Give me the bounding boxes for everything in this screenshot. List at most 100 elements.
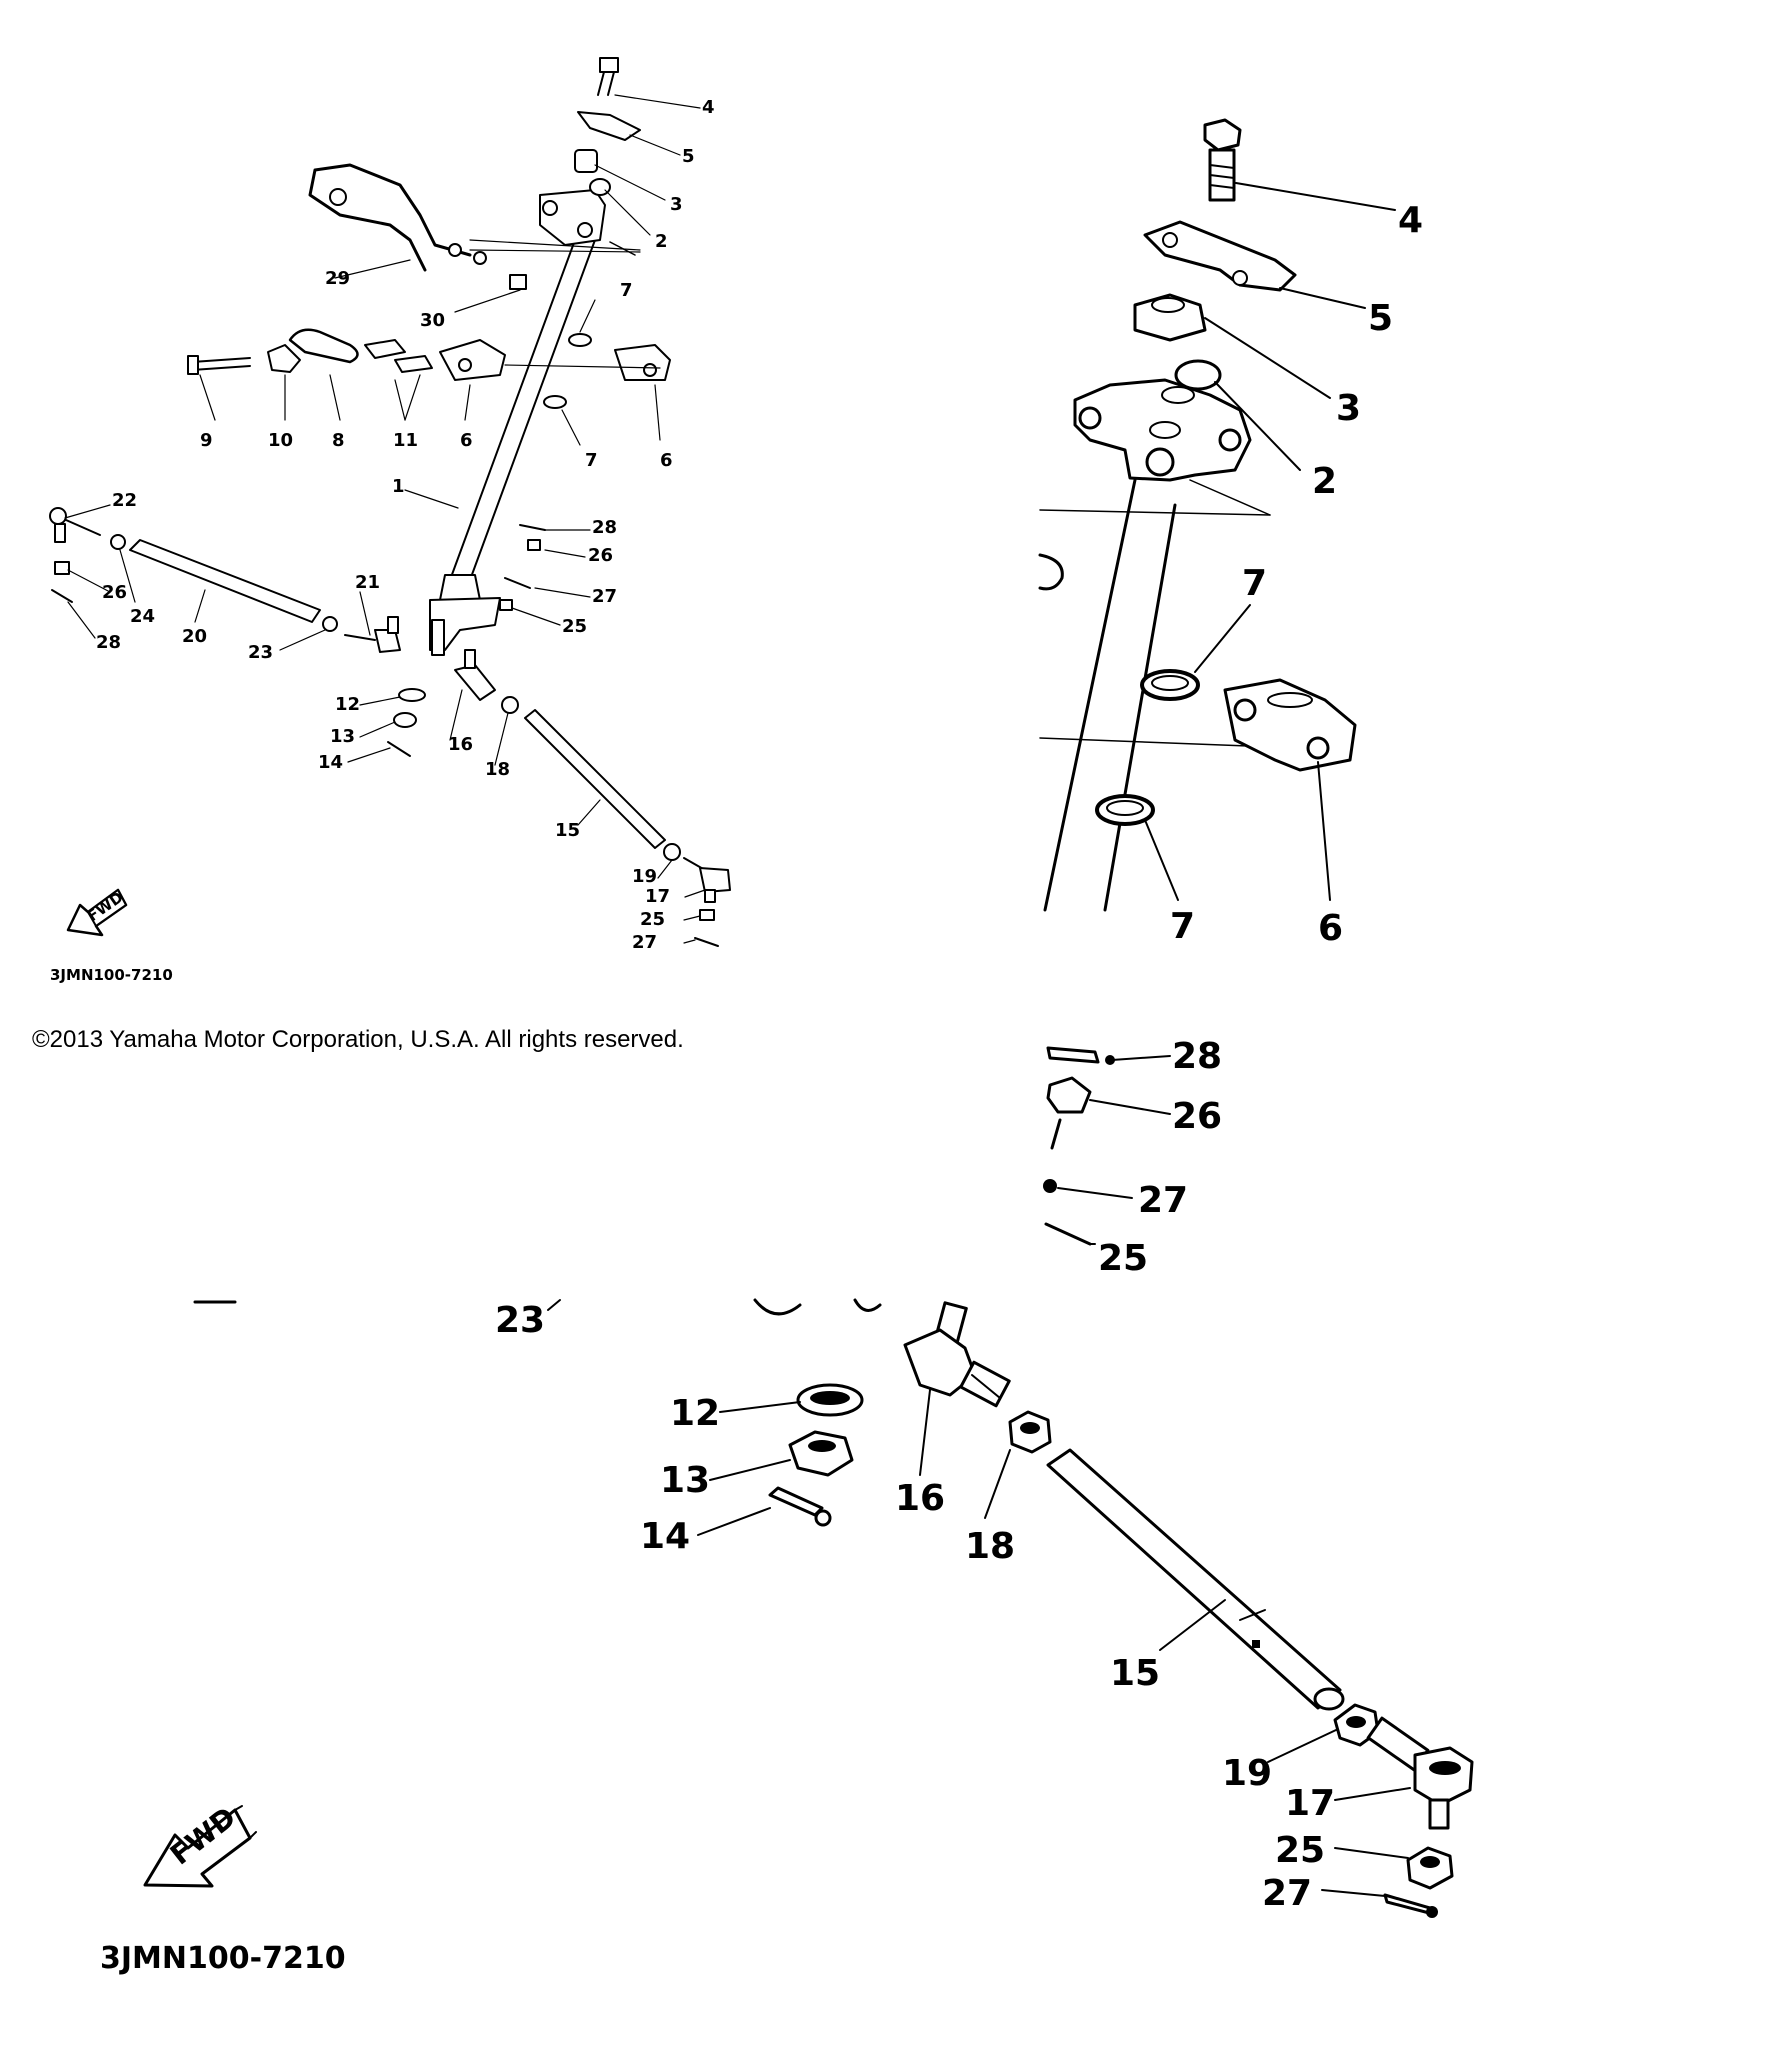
label-16: 16 [895, 1478, 945, 1519]
label-20: 20 [182, 626, 207, 647]
nut-26 [527, 539, 541, 551]
washer-12 [398, 688, 426, 702]
tie-rod-left [49, 507, 321, 623]
label-10: 10 [268, 430, 293, 451]
cropped-fragment [753, 1298, 802, 1316]
label-6b: 6 [660, 450, 673, 471]
tie-rod-end-17 [663, 843, 731, 947]
label-14: 14 [318, 752, 343, 773]
label-1: 1 [392, 476, 405, 497]
label-3: 3 [670, 194, 683, 215]
washer-7-upper [1140, 669, 1200, 701]
fwd-arrow-icon: FWD [143, 1800, 257, 1888]
nut-26 [1046, 1076, 1092, 1114]
cotter-pin-28 [519, 524, 546, 531]
washer-7 [543, 395, 567, 409]
overview-leaders [64, 94, 706, 944]
label-25b: 25 [640, 909, 665, 930]
cotter-pin-14 [387, 741, 411, 757]
upper-holder [539, 57, 641, 256]
label-28: 28 [1172, 1036, 1222, 1077]
tie-rod-end-16 [454, 649, 519, 714]
detail-bottom: 23 [100, 1298, 1474, 1976]
tie-rod-15 [1046, 1448, 1345, 1711]
label-27b: 27 [632, 932, 657, 953]
nut-13 [788, 1430, 854, 1477]
label-26: 26 [1172, 1096, 1222, 1137]
detail-middle-leaders [1057, 1055, 1171, 1245]
label-7a: 7 [1242, 563, 1267, 604]
label-4: 4 [1398, 200, 1423, 241]
label-19: 19 [632, 866, 657, 887]
washer-7 [568, 333, 592, 347]
label-11: 11 [393, 430, 418, 451]
tie-rod-right [524, 709, 666, 849]
label-6: 6 [1318, 908, 1343, 949]
label-21: 21 [355, 572, 380, 593]
label-8: 8 [332, 430, 345, 451]
cotter-pin-27 [1043, 1179, 1057, 1193]
tie-rod-end-16 [903, 1301, 1011, 1408]
label-26b: 26 [102, 582, 127, 603]
label-28a: 28 [592, 517, 617, 538]
cotter-pin-14 [768, 1486, 832, 1527]
label-18: 18 [965, 1526, 1015, 1567]
label-7b: 7 [1170, 906, 1195, 947]
label-28b: 28 [96, 632, 121, 653]
bracket-fragment [1038, 553, 1064, 591]
steering-shaft [429, 239, 596, 656]
fwd-arrow-icon: FWD [66, 888, 128, 937]
label-17: 17 [645, 886, 670, 907]
diagram-code: 3JMN100-7210 [50, 966, 173, 984]
label-9: 9 [200, 430, 213, 451]
diagram-code-large: 3JMN100-7210 [100, 1941, 346, 1976]
label-24: 24 [130, 606, 155, 627]
shaft-edge [1043, 478, 1137, 912]
cotter-pin-27 [1383, 1893, 1438, 1918]
nut-25 [1406, 1846, 1454, 1890]
label-16: 16 [448, 734, 473, 755]
label-19: 19 [1222, 1753, 1272, 1794]
washer-12 [796, 1383, 864, 1417]
label-27: 27 [1138, 1180, 1188, 1221]
label-14: 14 [640, 1516, 690, 1557]
label-17: 17 [1285, 1783, 1335, 1824]
label-3: 3 [1336, 388, 1361, 429]
detail-top: 4 5 3 2 7 7 6 [1038, 118, 1423, 949]
holder-6 [1223, 678, 1357, 772]
label-27: 27 [1262, 1873, 1312, 1914]
label-13: 13 [330, 726, 355, 747]
label-15: 15 [555, 820, 580, 841]
label-29: 29 [325, 268, 350, 289]
cropped-fragment [853, 1298, 882, 1312]
nut-25 [499, 599, 513, 611]
label-2: 2 [1312, 461, 1337, 502]
label-25a: 25 [562, 616, 587, 637]
label-23: 23 [248, 642, 273, 663]
label-5: 5 [1368, 298, 1393, 339]
plate-5 [1143, 220, 1297, 292]
label-6a: 6 [460, 430, 473, 451]
washer-7-lower [1095, 794, 1155, 826]
overview-diagram: 4 5 3 2 29 30 7 9 10 8 11 6 7 6 1 22 28 … [49, 57, 731, 984]
label-12: 12 [335, 694, 360, 715]
tie-rod-end-17 [1366, 1716, 1474, 1830]
label-4: 4 [702, 97, 715, 118]
shaft-edge [1103, 503, 1177, 912]
holder-guide-line [469, 239, 641, 251]
guide-line [1039, 509, 1271, 516]
label-5: 5 [682, 146, 695, 167]
detail-middle: 28 26 27 25 [1043, 1036, 1222, 1279]
label-18: 18 [485, 759, 510, 780]
label-7a: 7 [620, 280, 633, 301]
label-12: 12 [670, 1393, 720, 1434]
label-15: 15 [1110, 1653, 1160, 1694]
bolt-and-bushings [187, 328, 671, 381]
label-25: 25 [1098, 1238, 1148, 1279]
holder-guide-line [469, 249, 641, 253]
copyright-text: ©2013 Yamaha Motor Corporation, U.S.A. A… [32, 1026, 684, 1053]
label-30: 30 [420, 310, 445, 331]
nut-13 [393, 712, 417, 728]
tie-rod-end-21 [322, 616, 401, 653]
